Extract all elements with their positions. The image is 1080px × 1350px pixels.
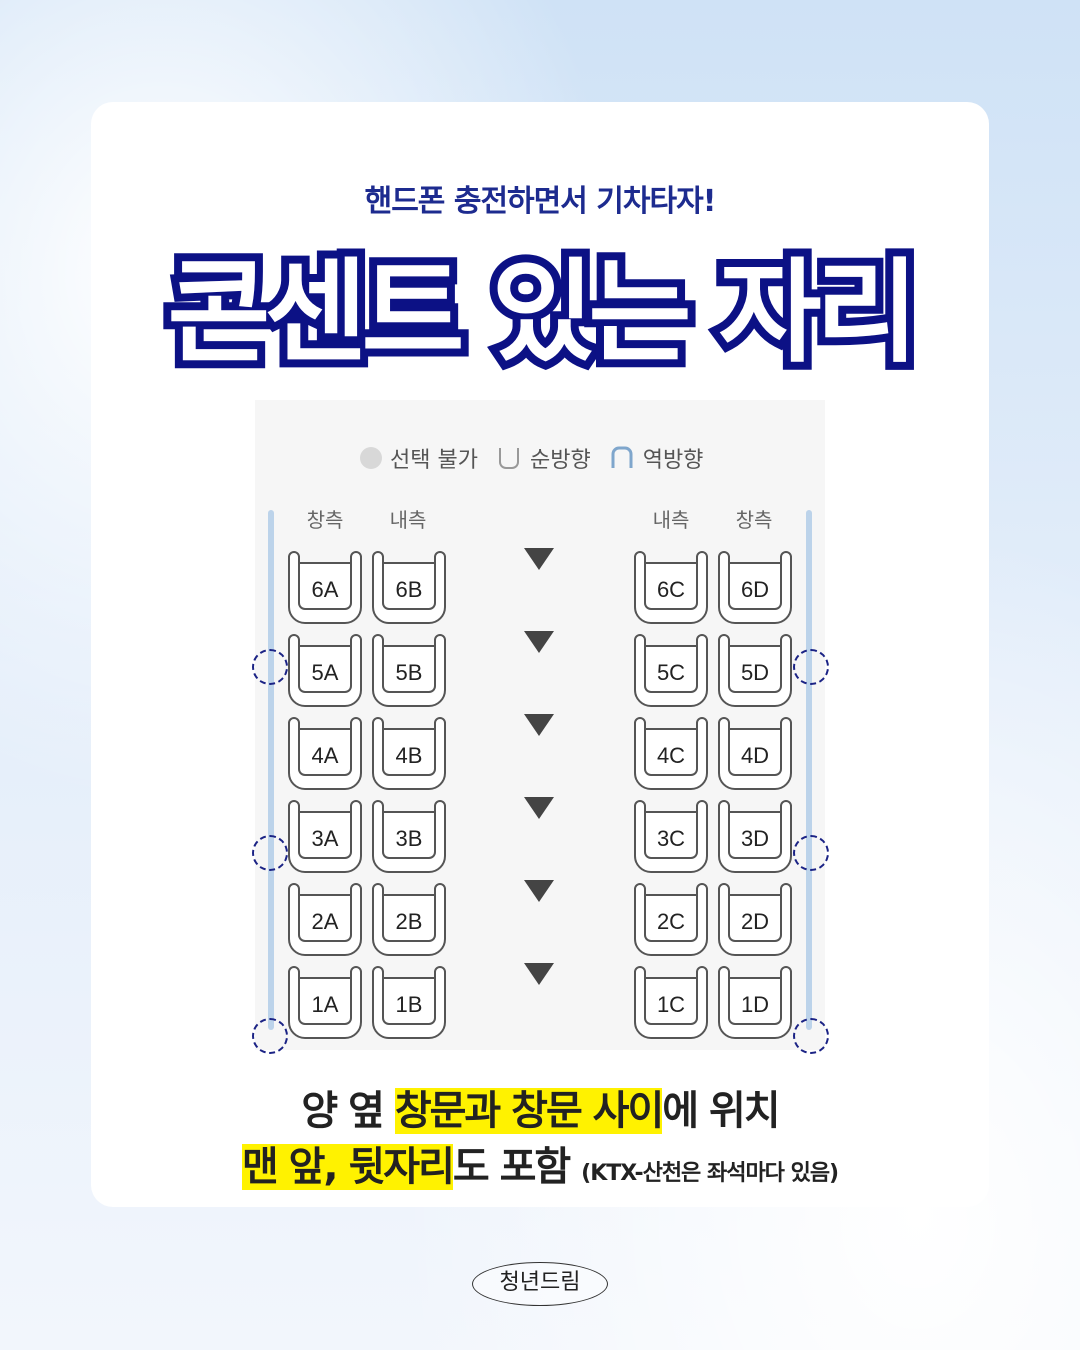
caption-line-2: 맨 앞, 뒷자리도 포함 (KTX-산천은 좌석마다 있음) [241,1144,839,1190]
header-right-window: 창측 [735,508,773,532]
seat-label: 1A [311,992,339,1017]
outlet-location-marker [252,649,288,685]
seat-3B[interactable]: 3B [370,798,448,874]
seat-1D[interactable]: 1D [716,964,794,1040]
seat-5B[interactable]: 5B [370,632,448,708]
right-window-rail [806,510,812,1030]
seat-label: 5D [740,660,770,685]
seat-label: 2B [395,909,423,934]
seat-4B[interactable]: 4B [370,715,448,791]
left-window-rail [268,510,274,1030]
direction-arrow-icon [524,631,554,653]
seat-label: 4D [740,743,770,768]
seat-2D[interactable]: 2D [716,881,794,957]
seat-6C[interactable]: 6C [632,549,710,625]
direction-arrow-icon [524,714,554,736]
outlet-location-marker [252,1018,288,1054]
seat-2C[interactable]: 2C [632,881,710,957]
outlet-location-marker [793,649,829,685]
seat-2B[interactable]: 2B [370,881,448,957]
seat-label: 3C [656,826,686,851]
seat-3D[interactable]: 3D [716,798,794,874]
seat-label: 1B [395,992,423,1017]
seat-6B[interactable]: 6B [370,549,448,625]
seat-label: 2A [311,909,339,934]
direction-arrow-icon [524,963,554,985]
caption-line-1: 양 옆 창문과 창문 사이에 위치 [301,1088,781,1134]
seat-label: 4C [656,743,686,768]
seat-label: 4A [311,743,339,768]
seat-label: 1D [740,992,770,1017]
seat-5D[interactable]: 5D [716,632,794,708]
header-left-aisle: 내측 [389,508,427,532]
seat-label: 3A [311,826,339,851]
header-left-window: 창측 [306,508,344,532]
subtitle: 핸드폰 충전하면서 기차타자! [364,184,717,219]
seat-label: 5B [395,660,423,685]
seat-label: 5C [656,660,686,685]
seat-4D[interactable]: 4D [716,715,794,791]
seat-4C[interactable]: 4C [632,715,710,791]
outlet-location-marker [793,1018,829,1054]
seat-1C[interactable]: 1C [632,964,710,1040]
seat-label: 5A [311,660,339,685]
seat-3C[interactable]: 3C [632,798,710,874]
outlet-location-marker [252,835,288,871]
legend-backward: 역방향 [642,448,704,473]
seat-label: 6B [395,577,423,602]
seat-label: 3B [395,826,423,851]
seat-label: 6D [740,577,770,602]
seat-5C[interactable]: 5C [632,632,710,708]
seat-3A[interactable]: 3A [286,798,364,874]
outlet-location-marker [793,835,829,871]
seat-6D[interactable]: 6D [716,549,794,625]
seat-1B[interactable]: 1B [370,964,448,1040]
seat-label: 6A [311,577,339,602]
seat-label: 4B [395,743,423,768]
seat-label: 1C [656,992,686,1017]
page-title: 콘센트 있는 자리 [159,240,926,386]
legend: 선택 불가 순방향 역방향 [360,442,703,474]
seat-label: 3D [740,826,770,851]
seat-1A[interactable]: 1A [286,964,364,1040]
direction-arrow-icon [524,880,554,902]
seat-4A[interactable]: 4A [286,715,364,791]
direction-arrow-icon [524,548,554,570]
forward-seat-icon [498,448,519,469]
direction-arrow-icon [524,797,554,819]
footer-logo: 청년드림 [472,1262,608,1306]
header-right-aisle: 내측 [652,508,690,532]
seat-6A[interactable]: 6A [286,549,364,625]
unavailable-icon [360,447,382,469]
seat-2A[interactable]: 2A [286,881,364,957]
seat-label: 2C [656,909,686,934]
legend-unavailable: 선택 불가 [390,448,478,473]
seat-label: 6C [656,577,686,602]
seat-label: 2D [740,909,770,934]
backward-seat-icon [611,446,633,468]
legend-forward: 순방향 [529,448,591,473]
seat-5A[interactable]: 5A [286,632,364,708]
